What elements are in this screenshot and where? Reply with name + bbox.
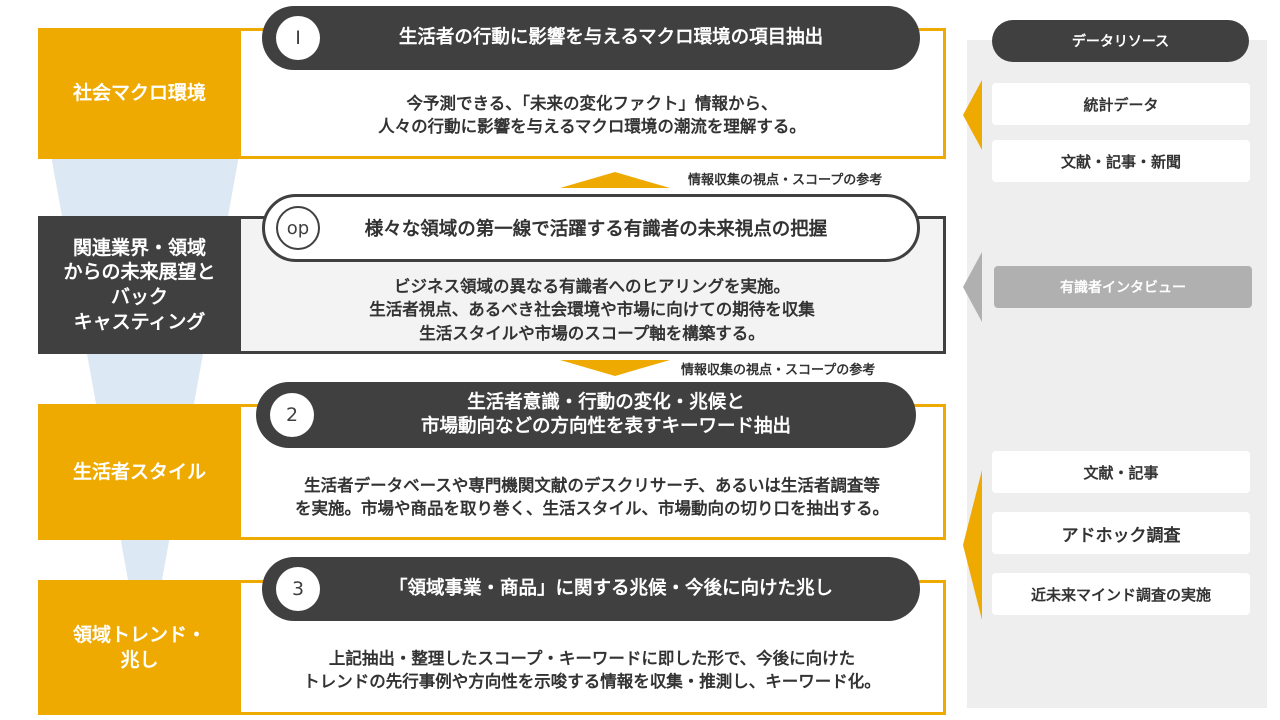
section-3-body-line: トレンドの先行事例や方向性を示唆する情報を収集・推測し、キーワード化。 [303,672,881,691]
section-op-number: op [276,206,320,250]
resource-item-expert-interview: 有識者インタビュー [994,266,1252,308]
stage-label-lifestyle: 生活者スタイル [38,404,241,540]
section-1-title-pill: 生活者の行動に影響を与えるマクロ環境の項目抽出 [262,6,920,70]
resource-item-literature-news: 文献・記事・新聞 [992,140,1250,182]
section-1-title: 生活者の行動に影響を与えるマクロ環境の項目抽出 [398,26,824,48]
section-2-title-line: 市場動向などの方向性を表すキーワード抽出 [420,416,791,437]
up-arrow-icon [560,172,670,188]
resource-item-adhoc-survey: アドホック調査 [992,512,1250,554]
stage-label-lifestyle-text: 生活者スタイル [72,460,206,483]
resource-item-text: 近未来マインド調査の実施 [1030,585,1211,604]
section-op-title: 様々な領域の第一線で活躍する有識者の未来視点の把握 [364,219,828,240]
resource-header-text: データリソース [1071,34,1170,50]
section-2-title-line: 生活者意識・行動の変化・兆候と [467,391,745,413]
section-2-body-line: を実施。市場や商品を取り巻く、生活スタイル、市場動向の切り口を抽出する。 [295,499,889,518]
section-2-body: 生活者データベースや専門機関文献のデスクリサーチ、あるいは生活者調査等 を実施。… [238,462,946,532]
stage-label-industry-line: バック [110,286,168,308]
section-1-number-text: Ⅰ [295,27,301,49]
section-op-title-pill: 様々な領域の第一線で活躍する有識者の未来視点の把握 [262,194,920,262]
stage-label-industry-line: からの未来展望と [63,261,216,284]
resource-item-statistics: 統計データ [992,83,1250,125]
pointer-left-icon [963,470,982,620]
resource-header: データリソース [992,20,1249,62]
section-op-number-text: op [286,217,310,239]
stage-label-trend-line: 領域トレンド・ [72,623,206,646]
resource-item-text: 有識者インタビュー [1060,280,1186,296]
section-3-body-line: 上記抽出・整理したスコープ・キーワードに即した形で、今後に向けた [328,648,856,668]
section-3-title-pill: 「領域事業・商品」に関する兆候・今後に向けた兆し [262,557,920,621]
pointer-left-icon [963,252,982,322]
section-2-title-pill: 生活者意識・行動の変化・兆候と 市場動向などの方向性を表すキーワード抽出 [256,382,916,448]
stage-label-trend: 領域トレンド・ 兆し [38,580,241,715]
section-1-body-line: 今予測できる、「未来の変化ファクト」情報から、 [406,93,778,113]
section-3-number: 3 [276,567,320,611]
stage-label-industry-line: キャスティング [73,310,206,333]
stage-label-macro: 社会マクロ環境 [38,28,241,159]
section-2-number: 2 [270,393,314,437]
section-3-title: 「領域事業・商品」に関する兆候・今後に向けた兆し [388,577,833,599]
resource-item-literature: 文献・記事 [992,451,1250,493]
section-1-number: Ⅰ [276,16,320,60]
section-op-body-line: ビジネス領域の異なる有識者へのヒアリングを実施。 [394,277,790,297]
resource-item-text: 統計データ [1083,95,1159,114]
resource-item-mind-survey: 近未来マインド調査の実施 [992,573,1250,615]
stage-label-industry: 関連業界・領域 からの未来展望と バック キャスティング [38,216,241,354]
section-3-body: 上記抽出・整理したスコープ・キーワードに即した形で、今後に向けた トレンドの先行… [238,635,946,705]
resource-item-text: 文献・記事 [1083,463,1159,482]
down-arrow-icon [560,360,670,376]
section-op-body-line: 生活者視点、あるべき社会環境や市場に向けての期待を収集 [369,300,815,320]
section-op-body-line: 生活スタイルや市場のスコープ軸を構築する。 [419,323,765,343]
section-3-number-text: 3 [291,578,305,600]
section-2-number-text: 2 [285,404,299,426]
stage-label-trend-line: 兆し [120,648,159,671]
stage-label-industry-line: 関連業界・領域 [72,236,206,259]
note-down: 情報収集の視点・スコープの参考 [681,363,876,378]
section-1-body: 今予測できる、「未来の変化ファクト」情報から、 人々の行動に影響を与えるマクロ環… [238,80,946,150]
section-2-body-line: 生活者データベースや専門機関文献のデスクリサーチ、あるいは生活者調査等 [304,475,880,495]
note-up: 情報収集の視点・スコープの参考 [688,173,883,188]
resource-item-text: アドホック調査 [1061,525,1181,546]
pointer-left-icon [963,80,982,150]
stage-label-macro-text: 社会マクロ環境 [72,82,206,105]
resource-item-text: 文献・記事・新聞 [1060,152,1181,171]
section-op-body: ビジネス領域の異なる有識者へのヒアリングを実施。 生活者視点、あるべき社会環境や… [238,270,946,350]
section-1-body-line: 人々の行動に影響を与えるマクロ環境の潮流を理解する。 [378,117,806,136]
